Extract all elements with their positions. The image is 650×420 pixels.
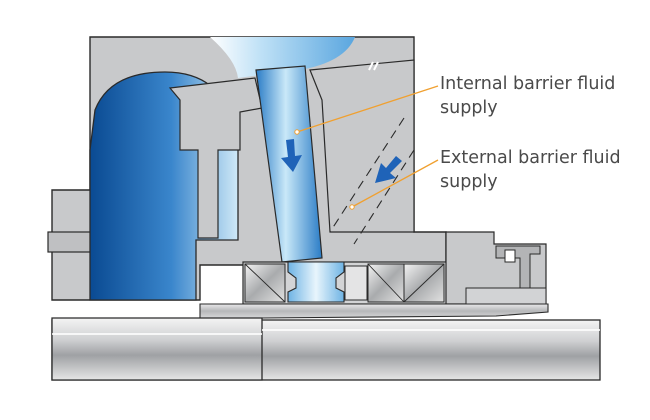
seal-ring-hatch-2: [367, 263, 405, 303]
left-stub: [47, 231, 93, 253]
right-housing-block: [309, 59, 415, 233]
seal-ring-hatch-3: [403, 263, 445, 303]
gland-slot: [504, 249, 516, 263]
tick-mark-1: [368, 61, 374, 71]
external-leader-dot: [349, 204, 355, 210]
seal-ring-block-4: [344, 265, 368, 301]
external-bore-dash-1: [329, 117, 405, 233]
bore-outlet-stud: [287, 261, 345, 303]
seal-ring-hatch-1: [244, 263, 286, 303]
shaft-sleeve: [199, 303, 549, 319]
external-leader-line: [351, 159, 439, 208]
top-fluid-gap: [210, 37, 355, 78]
external-barrier-fluid-label: External barrier fluid supply: [440, 148, 621, 192]
shaft-step: [51, 317, 263, 381]
tick-mark-2: [373, 61, 379, 71]
external-bore-dash-2: [353, 149, 415, 245]
internal-leader-line: [296, 85, 439, 133]
internal-leader-dot: [294, 129, 300, 135]
gland-step: [465, 287, 547, 305]
arrow-down-icon: [281, 139, 302, 172]
internal-barrier-fluid-label: Internal barrier fluid supply: [440, 74, 616, 118]
arrow-down-icon: [375, 156, 402, 183]
